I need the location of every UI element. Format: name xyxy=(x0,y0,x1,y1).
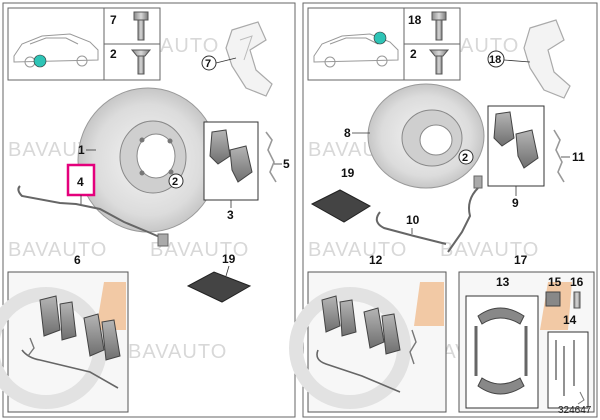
left-wear-sensor: 4 xyxy=(17,163,169,247)
right-callout-spring-kit: 14 xyxy=(563,313,577,327)
left-grease-packet: 19 xyxy=(186,252,252,303)
right-callout-kit: 12 xyxy=(369,253,383,267)
right-callout-carrier: 18 xyxy=(489,54,501,66)
left-screw-2-label: 2 xyxy=(110,47,117,61)
countersunk-screw-icon xyxy=(130,49,152,75)
left-screw-7-box: 7 xyxy=(103,7,161,45)
hex-bolt-icon xyxy=(431,11,447,41)
right-wear-sensor: 10 xyxy=(375,175,483,253)
right-callout-grease: 19 xyxy=(341,166,355,180)
right-callout-clip: 11 xyxy=(572,150,585,164)
right-callout-disc: 8 xyxy=(344,126,351,140)
left-screw-2-box: 2 xyxy=(103,43,161,81)
right-screw-2-box: 2 xyxy=(403,43,461,81)
right-shoe-set: 17 13 15 16 14 xyxy=(458,253,595,413)
left-callout-grease: 19 xyxy=(222,252,236,266)
right-screw-18-box: 18 xyxy=(403,7,461,45)
left-callout-clip: 5 xyxy=(283,157,290,171)
right-callout-small-part: 16 xyxy=(570,275,584,289)
right-callout-brake-part: 15 xyxy=(548,275,562,289)
right-car-position-marker xyxy=(373,31,387,45)
left-clip: 5 xyxy=(265,131,290,183)
right-grease-packet: 19 xyxy=(310,166,372,223)
left-kit-box: 6 xyxy=(0,253,129,413)
right-callout-shoe-set: 17 xyxy=(514,253,528,267)
left-callout-disc: 1 xyxy=(78,143,85,157)
left-callout-sensor: 4 xyxy=(77,175,84,189)
right-kit-box: 12 xyxy=(289,253,447,413)
diagram-number: 324647 xyxy=(558,405,592,416)
hex-bolt-icon xyxy=(133,11,149,41)
right-caliper-carrier: 18 xyxy=(487,19,571,99)
right-callout-sensor: 10 xyxy=(406,213,420,227)
left-brake-disc: 1 2 xyxy=(77,87,219,233)
right-clip: 11 xyxy=(553,129,585,183)
left-car-position-marker xyxy=(33,54,47,68)
right-screw-2-label: 2 xyxy=(410,47,417,61)
watermark-text: BAVAUTO xyxy=(440,239,539,261)
countersunk-screw-icon xyxy=(428,49,450,75)
right-car-wheel-front-icon xyxy=(324,56,336,68)
left-caliper-carrier: 7 xyxy=(201,21,273,97)
watermark-text: BAVAUTO xyxy=(308,239,407,261)
car-outline-icon xyxy=(313,33,399,63)
right-callout-wheel-bolt: 2 xyxy=(462,152,468,164)
left-callout-wheel-bolt: 2 xyxy=(172,176,178,188)
left-pad-kit: 3 xyxy=(203,121,259,222)
watermark-text: BAVAUTO xyxy=(8,239,107,261)
left-callout-pad-kit: 3 xyxy=(227,208,234,222)
right-car-wheel-rear-icon xyxy=(376,55,388,67)
right-pad-kit: 9 xyxy=(487,105,545,210)
left-screw-7-label: 7 xyxy=(110,13,117,27)
left-car-wheel-rear-icon xyxy=(76,55,88,67)
left-callout-kit: 6 xyxy=(74,253,81,267)
right-callout-pad-kit: 9 xyxy=(512,196,519,210)
left-car-thumbnail xyxy=(7,7,105,81)
left-highlight-box xyxy=(66,163,96,197)
watermark-text: BAVAUTO xyxy=(128,341,227,363)
watermark-text: BAVAUTO xyxy=(150,239,249,261)
left-callout-carrier: 7 xyxy=(205,58,211,70)
right-callout-shoe-kit: 13 xyxy=(496,275,510,289)
right-brake-disc: 8 2 xyxy=(344,83,485,189)
right-car-thumbnail xyxy=(307,7,405,81)
right-screw-18-label: 18 xyxy=(408,13,422,27)
